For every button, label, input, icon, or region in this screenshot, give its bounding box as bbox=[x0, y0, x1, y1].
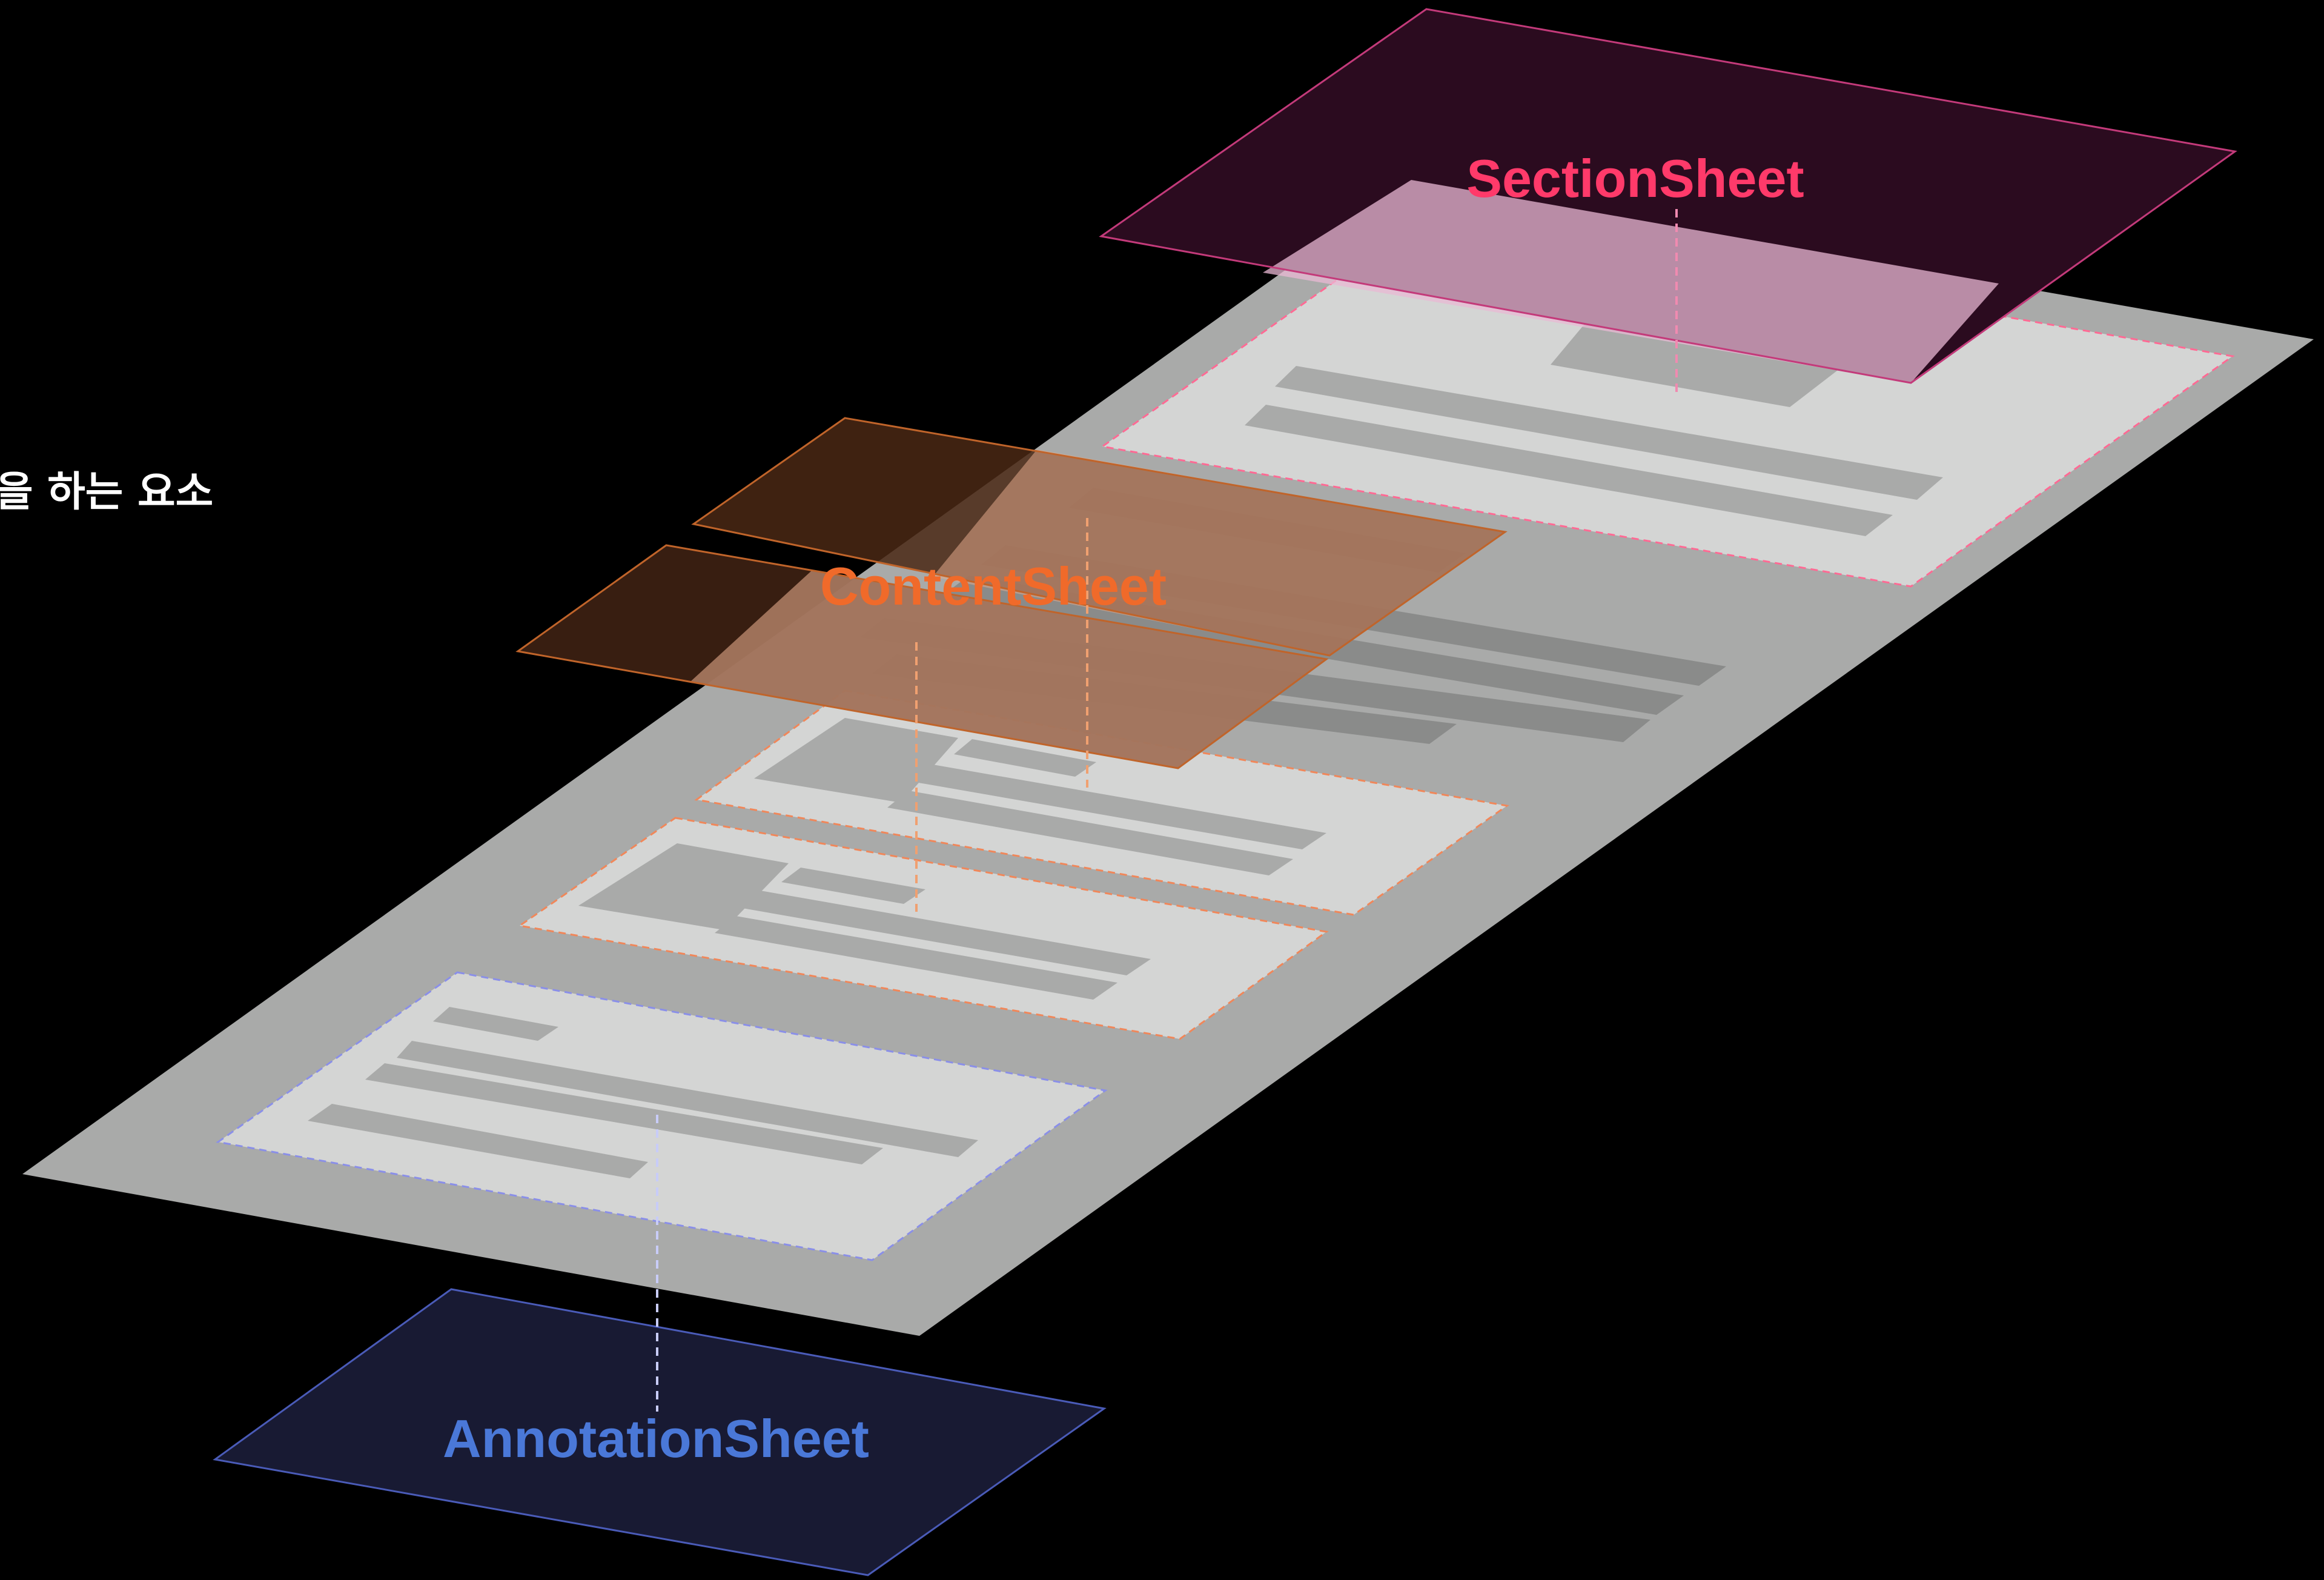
content-card-bar bbox=[715, 916, 1117, 1000]
content-sheet-plane-back-outline bbox=[691, 417, 1508, 657]
content-sheet-label: ContentSheet bbox=[820, 556, 1167, 616]
content-card-thumb bbox=[578, 843, 789, 930]
section-sheet-plane-outline bbox=[1099, 8, 2237, 384]
section-region-bar bbox=[1275, 366, 1943, 500]
content-sheet-plane-back-tint bbox=[933, 450, 1505, 656]
annotation-card-bar bbox=[433, 1007, 558, 1041]
annotation-sheet-plane bbox=[213, 1288, 1107, 1576]
annotation-card-bar bbox=[365, 1063, 883, 1164]
content-card-thumb bbox=[754, 718, 958, 803]
section-sheet-label: SectionSheet bbox=[1466, 148, 1804, 208]
content-card-bar bbox=[781, 868, 925, 904]
content-card-bar bbox=[739, 891, 1151, 975]
content-sheet-plane-front-tint bbox=[690, 571, 1326, 768]
content-card-bar bbox=[954, 739, 1096, 777]
content-card-bar bbox=[912, 765, 1326, 849]
side-caption: 을 하는 요소 bbox=[0, 468, 213, 516]
annotation-card-bar bbox=[397, 1041, 978, 1157]
annotation-card-bar bbox=[308, 1104, 648, 1178]
content-card-bar bbox=[887, 791, 1293, 875]
content-sheet-plane-front-outline bbox=[515, 544, 1329, 769]
annotation-sheet-label: AnnotationSheet bbox=[443, 1409, 869, 1469]
section-sheet-plane-tint bbox=[1263, 180, 1999, 383]
section-region-bar bbox=[1245, 405, 1893, 536]
